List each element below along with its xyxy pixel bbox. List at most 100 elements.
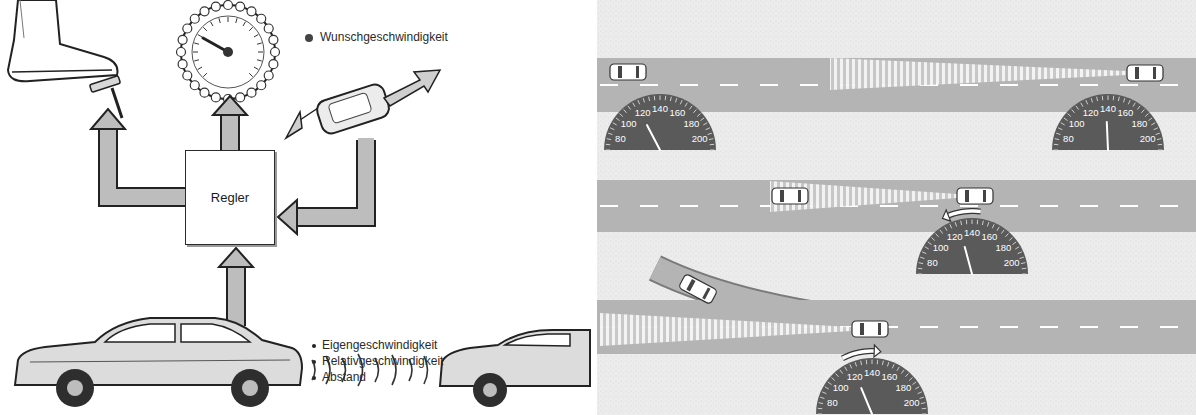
illustration-part (654, 96, 655, 100)
illustration-part (193, 52, 198, 53)
illustration-part (181, 324, 250, 342)
illustration-part (912, 382, 916, 385)
illustration-part (1158, 150, 1163, 151)
illustration-part (840, 370, 843, 374)
illustration-part (1001, 230, 1004, 234)
illustration-part (236, 2, 245, 11)
illustration-part (1151, 123, 1155, 125)
speed-gauge (916, 210, 1028, 274)
illustration-part (177, 48, 186, 57)
input-signal: Relativgeschwindigkeit (322, 355, 443, 368)
illustration-part (922, 252, 926, 254)
gauge-number: 120 (947, 232, 963, 242)
illustration-part (689, 106, 692, 110)
illustration-part (108, 128, 187, 197)
illustration-part (680, 100, 682, 104)
illustration-part (211, 93, 220, 102)
illustration-part (909, 378, 912, 381)
gauge-number: 180 (683, 118, 699, 128)
illustration-part (822, 392, 826, 394)
illustration-part (965, 190, 969, 202)
gauge-number: 80 (615, 134, 626, 144)
illustration-part (257, 43, 262, 44)
illustration-part (236, 18, 237, 23)
illustration-part (223, 47, 233, 57)
illustration-part (1076, 106, 1079, 110)
illustration-part (940, 230, 943, 234)
illustration-part (665, 96, 666, 100)
illustration-part (190, 81, 199, 90)
illustration-part (296, 138, 366, 217)
illustration-part (1061, 123, 1065, 125)
gauge-number: 80 (1063, 134, 1074, 144)
illustration-part (830, 58, 1127, 90)
illustration-part (183, 71, 192, 80)
illustration-part (636, 66, 639, 78)
illustration-part (877, 360, 878, 364)
illustration-part (91, 109, 125, 129)
panel-ground (597, 0, 1196, 415)
illustration-part (874, 345, 881, 357)
illustration-part (955, 222, 956, 226)
illustration-part (1052, 94, 1164, 150)
illustration-part (1108, 96, 1109, 101)
gauge-number: 160 (1117, 108, 1133, 118)
illustration-part (222, 114, 238, 152)
illustration-part (211, 2, 220, 11)
illustration-part (193, 17, 263, 77)
illustration-part (67, 380, 83, 396)
illustration-part (920, 397, 924, 398)
illustration-part (945, 227, 947, 231)
gauge-number: 100 (1069, 118, 1085, 128)
pedal-foot (8, 0, 122, 118)
illustration-part (977, 220, 978, 224)
illustration-part (842, 351, 874, 358)
gauge-number: 160 (981, 232, 997, 242)
illustration-part (901, 370, 904, 374)
illustration-part (1113, 96, 1114, 100)
illustration-part (1153, 67, 1156, 79)
illustration-part (1128, 100, 1130, 104)
illustration-part (685, 103, 687, 107)
illustration-part (925, 247, 929, 249)
illustration-part (1081, 103, 1083, 107)
illustration-part (693, 109, 696, 112)
illustration-part (872, 360, 873, 365)
illustration-part (922, 408, 926, 409)
illustration-part (190, 14, 199, 23)
illustration-part (616, 118, 620, 121)
illustration-part (772, 188, 808, 204)
illustration-part (965, 247, 972, 274)
illustration-part (606, 144, 610, 145)
illustration-part (1015, 247, 1019, 249)
illustration-part (608, 133, 612, 134)
illustration-part (1018, 252, 1022, 254)
illustration-part (950, 224, 952, 228)
illustration-part (638, 100, 640, 104)
illustration-part (178, 35, 187, 44)
illustration-part (236, 93, 245, 102)
gauge-number: 200 (904, 398, 920, 408)
signal-arrows (91, 96, 366, 328)
gauge-number: 80 (827, 398, 838, 408)
illustration-part (1067, 114, 1070, 117)
illustration-part (866, 360, 867, 364)
illustration-part (228, 266, 244, 328)
illustration-part (1145, 114, 1148, 117)
illustration-part (678, 273, 717, 304)
illustration-part (258, 52, 263, 53)
illustration-part (269, 35, 278, 44)
cruise-stalk (286, 70, 440, 138)
illustration-part (1072, 109, 1075, 112)
illustration-part (1158, 144, 1162, 145)
illustration-part (905, 373, 908, 376)
illustration-part (710, 150, 715, 151)
illustration-part (942, 210, 950, 221)
illustration-part (816, 358, 928, 414)
gauge-number: 80 (927, 258, 938, 268)
illustration-part (600, 313, 852, 346)
illustration-part (247, 88, 256, 97)
gauge-number: 180 (995, 242, 1011, 252)
illustration-part (1056, 133, 1060, 134)
